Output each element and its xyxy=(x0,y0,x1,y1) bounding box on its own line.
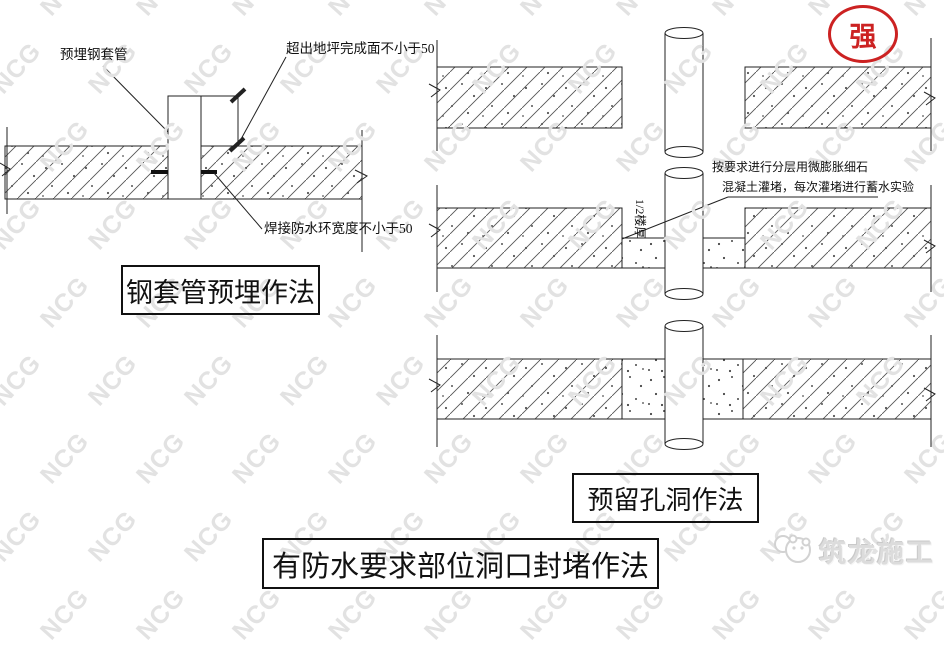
label-embedded-sleeve: 预埋钢套管 xyxy=(60,47,128,62)
note-line2: 混凝土灌堵，每次灌堵进行蓄水实验 xyxy=(722,180,915,194)
watermark-text: NCG xyxy=(898,583,944,646)
watermark-text: NCG xyxy=(802,583,863,646)
stamp-label: 强 xyxy=(849,21,877,52)
watermark-text: NCG xyxy=(514,583,575,646)
watermark-text: NCG xyxy=(418,583,479,646)
pipe-through-opening xyxy=(664,27,704,450)
title-reserved-hole-method: 预留孔洞作法 xyxy=(572,473,759,523)
label-protrusion-min-50: 超出地坪完成面不小于50 xyxy=(286,41,435,56)
note-line1: 按要求进行分层用微膨胀细石 xyxy=(712,160,869,174)
zhulong-logo: 筑龙施工 xyxy=(773,530,935,571)
label-half-slab-thickness: 1/2楼厚 xyxy=(633,199,647,239)
zhulong-logo-icon xyxy=(773,530,815,571)
watermark-text: NCG xyxy=(322,583,383,646)
watermark-text: NCG xyxy=(226,583,287,646)
left-detail-steel-sleeve xyxy=(0,56,368,252)
title-steel-sleeve-method: 钢套管预埋作法 xyxy=(121,265,320,315)
label-waterproof-ring-min-50: 焊接防水环宽度不小于50 xyxy=(264,221,413,236)
zhulong-logo-text: 筑龙施工 xyxy=(819,538,935,568)
watermark-text: NCG xyxy=(610,583,671,646)
mandatory-stamp: 强 xyxy=(828,5,898,63)
watermark-text: NCG xyxy=(706,583,767,646)
watermark-text: NCG xyxy=(130,583,191,646)
construction-detail-drawing xyxy=(0,27,936,450)
title-waterproof-opening-sealing: 有防水要求部位洞口封堵作法 xyxy=(262,538,659,589)
right-detail-reserved-hole xyxy=(428,38,936,447)
watermark-text: NCG xyxy=(34,583,95,646)
note-leader-line xyxy=(621,196,878,240)
labels-layer: 预埋钢套管 超出地坪完成面不小于50 焊接防水环宽度不小于50 按要求进行分层用… xyxy=(60,41,915,589)
